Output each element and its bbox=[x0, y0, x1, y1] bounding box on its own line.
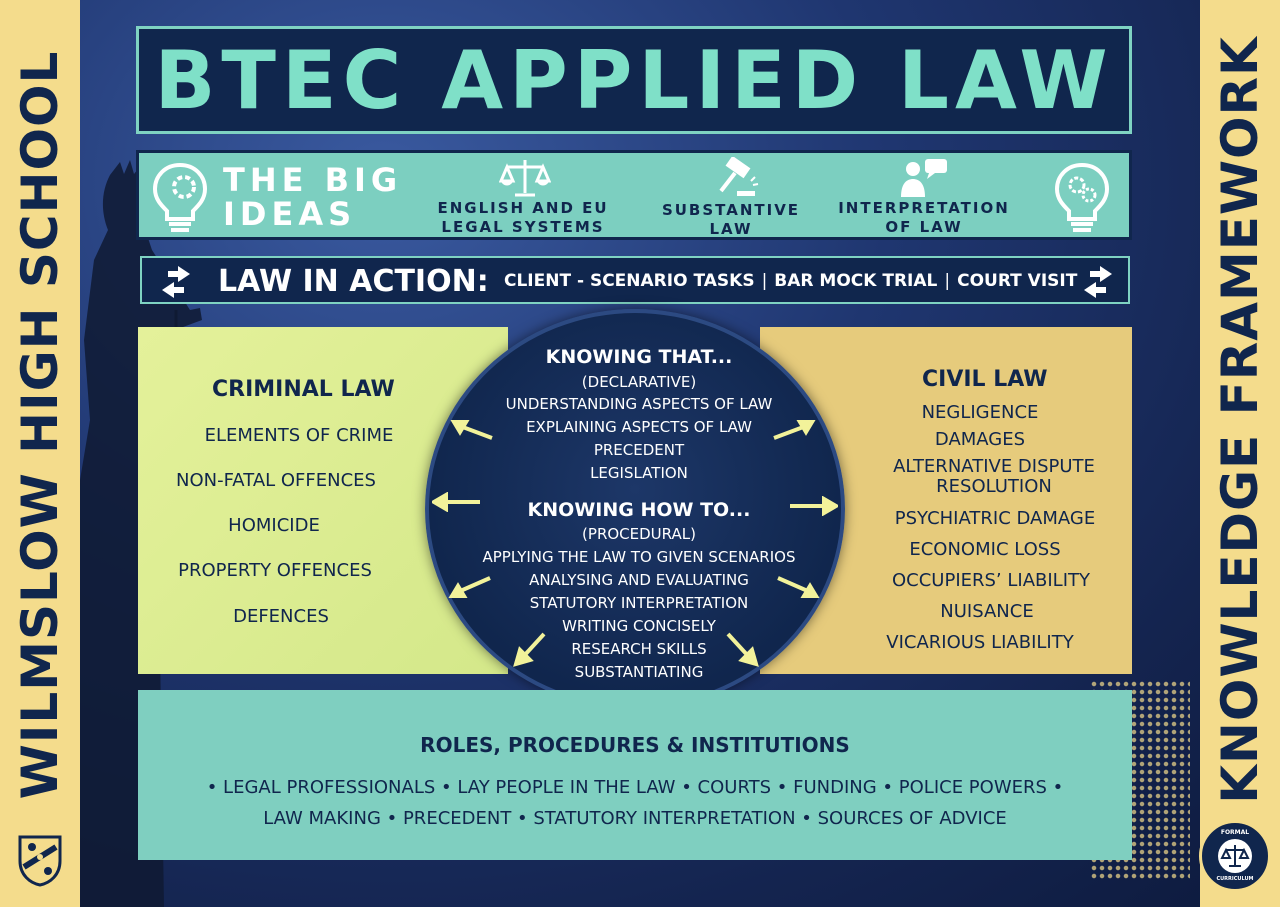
roles-procedures-panel: ROLES, PROCEDURES & INSTITUTIONS • LEGAL… bbox=[138, 690, 1132, 860]
action-item: CLIENT - SCENARIO TASKS bbox=[504, 271, 755, 291]
swap-arrows-icon bbox=[1084, 266, 1112, 298]
badge-bottom-text: CURRICULUM bbox=[1216, 876, 1254, 882]
big-idea-interpretation: INTERPRETATION OF LAW bbox=[829, 199, 1019, 237]
big-idea-label: INTERPRETATION bbox=[838, 199, 1010, 217]
formal-curriculum-badge: FORMAL CURRICULUM bbox=[1199, 820, 1271, 892]
civil-item: ECONOMIC LOSS bbox=[909, 539, 1061, 560]
civil-item: VICARIOUS LIABILITY bbox=[886, 632, 1074, 653]
criminal-item: ELEMENTS OF CRIME bbox=[204, 425, 394, 446]
big-idea-substantive-law: SUBSTANTIVE LAW bbox=[649, 201, 813, 239]
speaker-icon bbox=[901, 159, 947, 197]
big-idea-label: SUBSTANTIVE bbox=[661, 201, 801, 219]
roles-heading: ROLES, PROCEDURES & INSTITUTIONS bbox=[420, 733, 850, 757]
knowing-that-item: EXPLAINING ASPECTS OF LAW bbox=[526, 418, 752, 436]
page-title: BTEC APPLIED LAW bbox=[154, 33, 1114, 127]
roles-line-2: LAW MAKING • PRECEDENT • STATUTORY INTER… bbox=[263, 808, 1007, 829]
civil-law-panel: CIVIL LAW NEGLIGENCE DAMAGES ALTERNATIVE… bbox=[760, 327, 1132, 674]
big-ideas-heading: THE BIG IDEAS bbox=[223, 163, 402, 231]
knowing-how-item: WRITING CONCISELY bbox=[562, 617, 716, 635]
arrow-icon bbox=[448, 576, 491, 598]
civil-item: NEGLIGENCE bbox=[921, 402, 1039, 423]
procedural-label: (PROCEDURAL) bbox=[582, 525, 696, 543]
gavel-icon bbox=[719, 157, 759, 196]
civil-item: DAMAGES bbox=[934, 429, 1026, 450]
knowing-that-item: UNDERSTANDING ASPECTS OF LAW bbox=[505, 395, 773, 413]
law-in-action-items: CLIENT - SCENARIO TASKS|BAR MOCK TRIAL|C… bbox=[504, 271, 1078, 291]
knowing-how-item: SUBSTANTIATING bbox=[574, 663, 704, 681]
criminal-item: PROPERTY OFFENCES bbox=[178, 560, 372, 581]
arrow-icon bbox=[513, 632, 546, 667]
school-name: WILMSLOW HIGH SCHOOL bbox=[11, 50, 69, 800]
big-idea-label: LEGAL SYSTEMS bbox=[441, 218, 605, 236]
criminal-law-panel: CRIMINAL LAW ELEMENTS OF CRIME NON-FATAL… bbox=[138, 327, 508, 674]
law-in-action-banner: LAW IN ACTION: CLIENT - SCENARIO TASKS|B… bbox=[140, 256, 1130, 304]
big-idea-label: OF LAW bbox=[885, 218, 963, 236]
arrow-icon bbox=[450, 420, 493, 440]
criminal-item: NON-FATAL OFFENCES bbox=[176, 470, 376, 491]
knowing-that-item: LEGISLATION bbox=[590, 464, 688, 482]
big-idea-legal-systems: ENGLISH AND EU LEGAL SYSTEMS bbox=[431, 199, 615, 237]
arrow-icon bbox=[790, 496, 838, 516]
knowing-that-item: PRECEDENT bbox=[593, 441, 685, 459]
civil-item: ALTERNATIVE DISPUTE bbox=[893, 456, 1095, 477]
lightbulb-gear-icon bbox=[152, 162, 208, 232]
knowledge-circle: KNOWING THAT... (DECLARATIVE) UNDERSTAND… bbox=[425, 309, 845, 709]
arrow-icon bbox=[773, 420, 816, 440]
big-idea-label: LAW bbox=[709, 220, 753, 238]
criminal-item: DEFENCES bbox=[233, 606, 329, 627]
right-side-strip: KNOWLEDGE FRAMEWORK bbox=[1200, 0, 1280, 907]
knowing-how-item: STATUTORY INTERPRETATION bbox=[529, 594, 749, 612]
school-crest-icon bbox=[18, 835, 62, 887]
badge-top-text: FORMAL bbox=[1220, 829, 1250, 836]
civil-item: PSYCHIATRIC DAMAGE bbox=[894, 508, 1096, 529]
big-ideas-banner: THE BIG IDEAS ENGLISH AND EU LEGAL SYSTE… bbox=[136, 150, 1132, 240]
scales-icon bbox=[499, 160, 551, 197]
action-item: BAR MOCK TRIAL bbox=[774, 271, 938, 291]
criminal-item: HOMICIDE bbox=[228, 515, 320, 536]
swap-arrows-icon bbox=[162, 266, 190, 298]
civil-law-heading: CIVIL LAW bbox=[922, 367, 1048, 392]
criminal-law-heading: CRIMINAL LAW bbox=[212, 377, 395, 402]
knowing-how-item: ANALYSING AND EVALUATING bbox=[529, 571, 749, 589]
roles-line-1: • LEGAL PROFESSIONALS • LAY PEOPLE IN TH… bbox=[206, 777, 1064, 798]
civil-item: OCCUPIERS’ LIABILITY bbox=[891, 570, 1091, 591]
arrow-icon bbox=[777, 576, 820, 598]
action-item: COURT VISIT bbox=[957, 271, 1078, 291]
knowing-how-item: RESEARCH SKILLS bbox=[571, 640, 707, 658]
big-ideas-heading-line1: THE BIG bbox=[223, 161, 403, 199]
civil-item: RESOLUTION bbox=[936, 476, 1052, 497]
framework-title: KNOWLEDGE FRAMEWORK bbox=[1211, 36, 1269, 804]
arrow-icon bbox=[432, 492, 480, 512]
lightbulb-cog-icon bbox=[1054, 162, 1110, 232]
knowing-how-item: APPLYING THE LAW TO GIVEN SCENARIOS bbox=[482, 548, 796, 566]
civil-item: NUISANCE bbox=[940, 601, 1034, 622]
big-idea-label: ENGLISH AND EU bbox=[437, 199, 609, 217]
big-ideas-heading-line2: IDEAS bbox=[223, 195, 357, 233]
arrow-icon bbox=[726, 632, 759, 667]
law-in-action-heading: LAW IN ACTION: bbox=[218, 264, 489, 299]
declarative-label: (DECLARATIVE) bbox=[581, 373, 697, 391]
knowing-how-heading: KNOWING HOW TO... bbox=[527, 499, 751, 521]
knowing-that-heading: KNOWING THAT... bbox=[545, 346, 733, 368]
left-side-strip: WILMSLOW HIGH SCHOOL bbox=[0, 0, 80, 907]
title-banner: BTEC APPLIED LAW bbox=[136, 26, 1132, 134]
